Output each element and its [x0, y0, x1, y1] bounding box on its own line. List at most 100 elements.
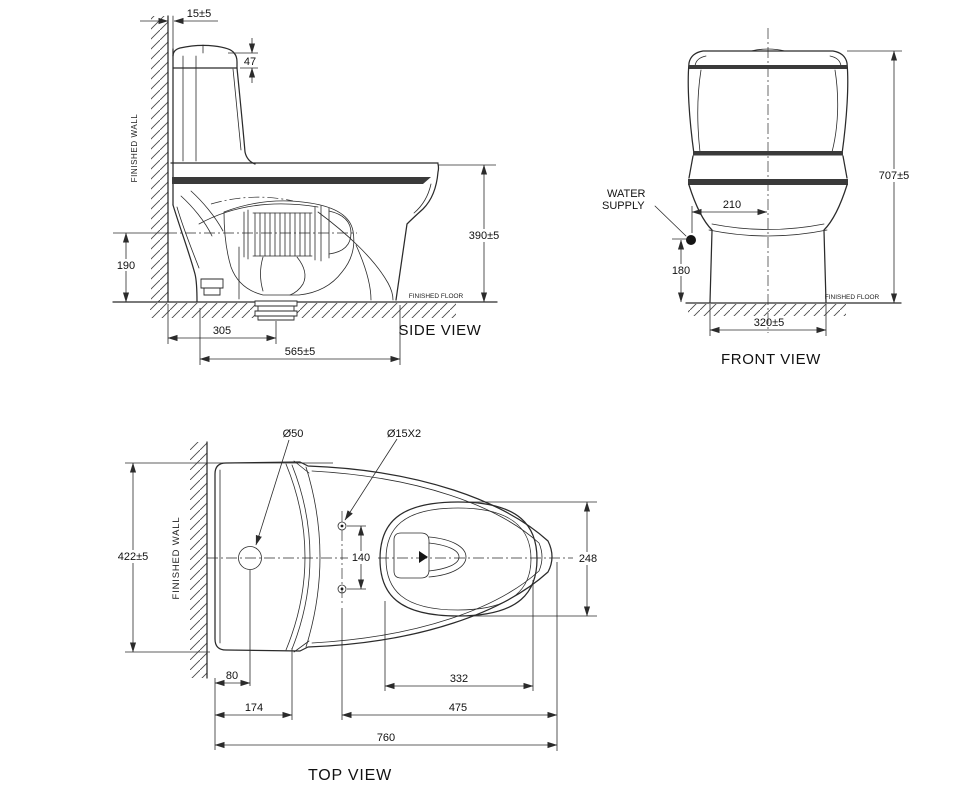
outlet-ring-3	[255, 311, 297, 316]
bowl-rear-inner-edge	[177, 207, 199, 268]
dim-supply-to-center: 210	[723, 199, 741, 211]
front-view-title: FRONT VIEW	[721, 351, 821, 368]
tank-front-inner-line	[233, 69, 241, 150]
side-finished-wall-label: FINISHED WALL	[130, 114, 139, 183]
front-view: WATER SUPPLY 210 180 320±5 707±5 FINISHE…	[602, 28, 914, 368]
top-finished-wall-label: FINISHED WALL	[171, 517, 182, 600]
front-seat-edge-band	[688, 179, 848, 185]
bowl-front-profile	[396, 164, 439, 300]
dim-outlet-from-wall: 305	[213, 325, 231, 337]
top-fixture-outline	[215, 462, 552, 651]
dim-bowl-length: 475	[449, 702, 467, 714]
dim-565-ext	[200, 305, 400, 365]
dim-trap-height: 190	[117, 260, 135, 272]
side-dimensions: 15±5 47 190 305 565±5 390±5	[111, 8, 505, 365]
tank-interior-lines	[183, 56, 196, 161]
pedestal-rear-inner	[318, 212, 393, 300]
flush-valve-hole	[239, 547, 262, 570]
bowl-rear-lower-edge	[173, 205, 197, 302]
dim-180-bg	[667, 264, 696, 276]
outlet-ring-1	[255, 301, 297, 306]
dim-422-ext	[125, 463, 333, 652]
water-spot-body	[394, 533, 429, 578]
trap-body-outline	[224, 201, 354, 295]
dim-332-ext	[385, 580, 533, 691]
front-seat-sides	[689, 156, 847, 178]
dim-lid-height: 47	[244, 56, 256, 68]
water-spot	[394, 533, 466, 578]
tank-lid-top	[173, 45, 237, 68]
seat-opening-inner	[386, 508, 531, 610]
dim-valve-from-wall: 80	[226, 670, 238, 682]
dim-422-bg	[114, 550, 152, 563]
water-spot-marker	[419, 551, 428, 563]
top-view-title: TOP VIEW	[308, 767, 392, 784]
front-lid-seam-band	[689, 65, 847, 69]
front-floor-hatch	[688, 304, 846, 316]
dim-248-bg	[573, 552, 603, 565]
water-supply-point	[686, 235, 696, 245]
front-pedestal-sides	[710, 231, 826, 302]
dim-248-ext	[455, 502, 597, 616]
seat-edge-band	[172, 177, 431, 184]
dim-rim-height: 390±5	[469, 230, 500, 242]
front-dimensions: 210 180 320±5 707±5	[667, 51, 914, 336]
dim-707-bg	[874, 169, 914, 182]
front-tank-inner-sides	[698, 70, 838, 152]
pedestal-front-inner	[356, 245, 371, 300]
trap-end-cap-arc	[329, 211, 351, 254]
water-supply-label-2: SUPPLY	[602, 200, 645, 212]
rear-fixing-foot	[201, 279, 223, 288]
dim-190-bg	[111, 259, 141, 271]
dim-seat-opening-length: 332	[450, 673, 468, 685]
outlet-elbow	[261, 257, 306, 295]
outlet-ring-2	[258, 306, 294, 311]
side-wall-hatch	[151, 16, 168, 302]
top-dimensions: 422±5 140 248 80 174 475 332 760	[114, 463, 603, 751]
front-finished-floor-label: FINISHED FLOOR	[825, 294, 880, 301]
side-floor-hatch	[150, 303, 456, 318]
water-spot-loop-inner	[429, 543, 459, 571]
trap-cartridge-bounds	[253, 213, 312, 256]
side-view: 15±5 47 190 305 565±5 390±5 FINISHED WAL…	[111, 8, 505, 365]
rim-underside-line	[414, 184, 431, 213]
water-supply-leader	[655, 206, 686, 236]
side-view-title: SIDE VIEW	[399, 322, 482, 339]
top-lid-front-arcs	[286, 464, 320, 650]
dim-hole-spacing: 140	[352, 552, 370, 564]
front-lid-top-detail	[751, 49, 785, 51]
tank-front-face	[237, 68, 255, 164]
front-bowl-underside-arcs	[709, 224, 827, 236]
trap-ribs	[255, 213, 310, 256]
rear-fixing-foot-base	[204, 288, 220, 295]
top-wall-hatch	[190, 442, 207, 678]
bowl-inner-arc	[199, 204, 318, 224]
side-tank	[173, 16, 255, 302]
dim-base-width: 320±5	[754, 317, 785, 329]
dim-total-height: 707±5	[879, 170, 910, 182]
flush-valve-label: Ø50	[283, 428, 304, 440]
fixing-holes-leader	[345, 439, 397, 521]
dim-overall-length: 760	[377, 732, 395, 744]
dim-depth: 565±5	[285, 346, 316, 358]
flush-channel	[181, 191, 223, 236]
water-spot-loop-outer	[429, 537, 466, 577]
dim-supply-height: 180	[672, 265, 690, 277]
dim-overall-width: 422±5	[118, 551, 149, 563]
water-supply-label-1: WATER	[607, 188, 646, 200]
dim-390-bg	[463, 229, 505, 242]
seat-opening-outer	[380, 502, 537, 616]
front-tank-outline	[688, 51, 848, 154]
front-lid-corner-arcs	[695, 56, 841, 66]
fixing-holes-label: Ø15X2	[387, 428, 421, 440]
front-tank-bottom-band	[693, 151, 843, 156]
fixing-holes: Ø15X2	[338, 428, 421, 605]
trap-caps	[244, 206, 329, 261]
side-bowl	[171, 163, 439, 300]
side-trapway-mechanism	[166, 191, 357, 320]
top-view: Ø50 Ø15X2 422±5 140	[114, 428, 603, 784]
dim-140-bg	[348, 551, 375, 564]
waterline-centerline-arc	[211, 197, 293, 204]
